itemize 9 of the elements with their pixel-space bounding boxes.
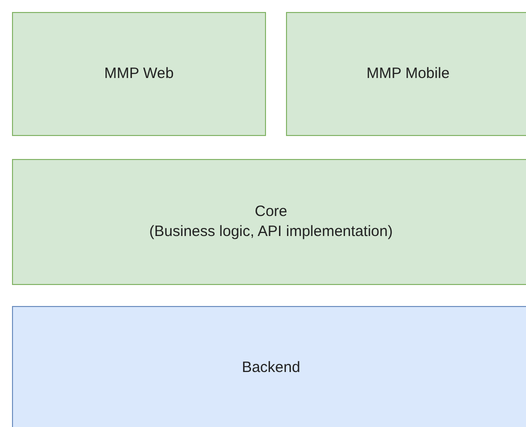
layer-label: (Business logic, API implementation) — [149, 222, 393, 242]
layer-box — [12, 12, 266, 136]
layer-label: Core — [254, 202, 288, 222]
layer-box — [12, 306, 526, 427]
layer-label: MMP Web — [104, 64, 174, 84]
layer-label: MMP Mobile — [366, 64, 450, 84]
layer-label: Backend — [242, 358, 300, 378]
layer-box — [12, 159, 526, 285]
layer-box — [286, 12, 526, 136]
